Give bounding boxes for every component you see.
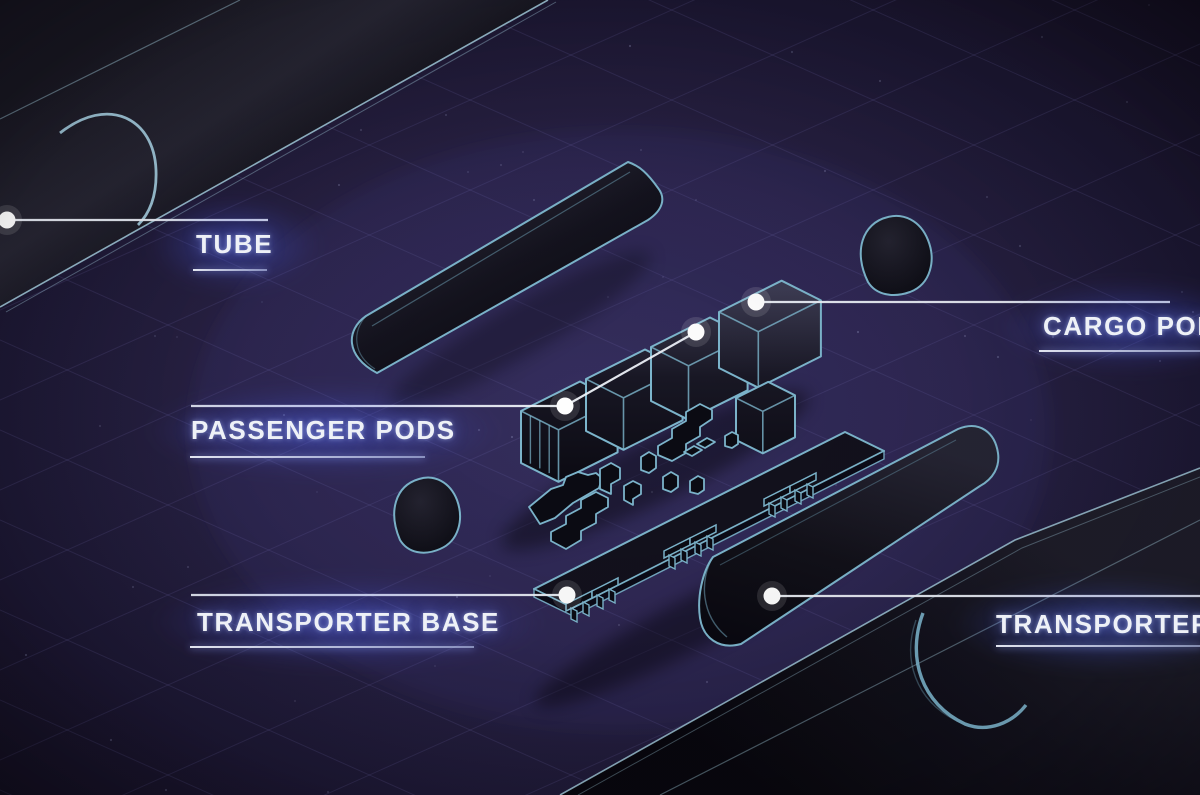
label-underline <box>190 456 425 458</box>
label-transporter-text: TRANSPORTER <box>996 609 1200 639</box>
label-passenger-pods: PASSENGER PODS <box>145 385 502 476</box>
label-underline <box>193 269 267 271</box>
hotspot-dot-transporter[interactable] <box>763 587 781 605</box>
label-passenger-pods-text: PASSENGER PODS <box>191 415 456 445</box>
label-cargo-pod: CARGO POD <box>997 281 1200 372</box>
pod-end-cap-right <box>859 215 933 296</box>
hotspot-dot-passenger-pod-mid[interactable] <box>687 323 705 341</box>
hotspot-dot-cargo-pod[interactable] <box>747 293 765 311</box>
clip-3 <box>689 475 705 495</box>
label-tube: TUBE <box>150 199 320 290</box>
clip-4 <box>724 431 739 449</box>
label-tube-text: TUBE <box>196 229 274 259</box>
small-cube-module <box>735 380 796 455</box>
hotspot-dot-transporter-base[interactable] <box>558 586 576 604</box>
label-underline <box>1039 350 1200 352</box>
label-transporter-base-text: TRANSPORTER BASE <box>197 607 500 637</box>
clip-2 <box>662 471 679 493</box>
label-transporter-base: TRANSPORTER BASE <box>151 577 546 668</box>
label-cargo-pod-text: CARGO POD <box>1043 311 1200 341</box>
hotspot-dot-passenger-pod-front[interactable] <box>556 397 574 415</box>
clip-1 <box>640 451 657 474</box>
label-underline <box>190 646 474 648</box>
pod-end-cap-left <box>393 476 461 554</box>
label-underline <box>996 645 1200 647</box>
label-transporter: TRANSPORTER <box>950 579 1200 670</box>
